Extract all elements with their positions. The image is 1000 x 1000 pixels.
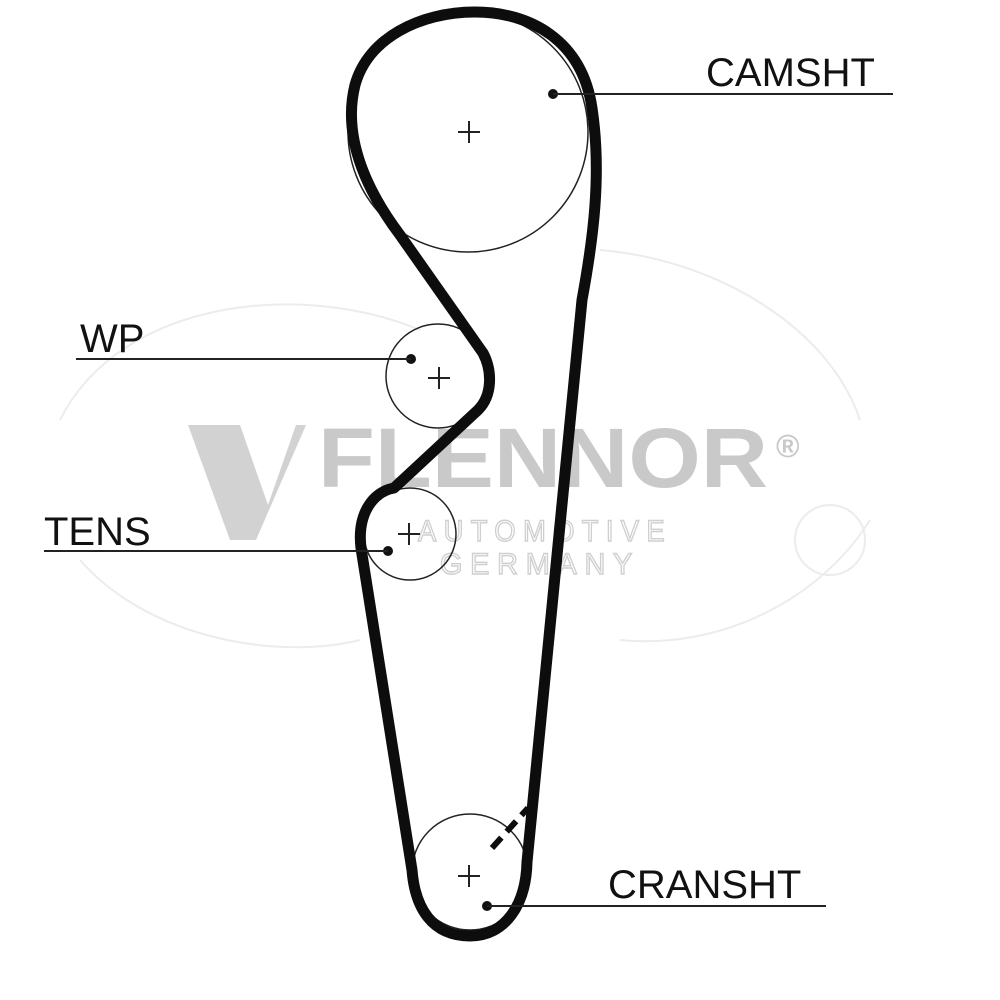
crankshaft-label: CRANSHT bbox=[608, 863, 801, 907]
water-pump-center-mark bbox=[428, 367, 450, 389]
camshaft-center-mark bbox=[458, 121, 480, 143]
timing-belt bbox=[345, 6, 602, 942]
tensioner-center-mark bbox=[398, 523, 420, 545]
watermark-line2: GERMANY bbox=[440, 548, 640, 581]
crankshaft-callout: CRANSHT bbox=[482, 863, 826, 911]
background-engine-outline bbox=[59, 249, 871, 649]
watermark: FLENNOR ® AUTOMOTIVE GERMANY bbox=[188, 411, 800, 582]
tensioner-callout: TENS bbox=[44, 510, 393, 556]
crankshaft-timing-mark bbox=[489, 805, 531, 851]
water-pump-callout: WP bbox=[76, 317, 416, 364]
watermark-line1: AUTOMOTIVE bbox=[418, 515, 672, 548]
crankshaft-center-mark bbox=[458, 865, 480, 887]
water-pump-label: WP bbox=[80, 317, 144, 361]
camshaft-label: CAMSHT bbox=[706, 51, 875, 95]
tensioner-label: TENS bbox=[44, 510, 151, 554]
camshaft-callout: CAMSHT bbox=[548, 51, 893, 99]
watermark-registered: ® bbox=[776, 428, 800, 464]
watermark-logo-mark bbox=[188, 425, 306, 540]
